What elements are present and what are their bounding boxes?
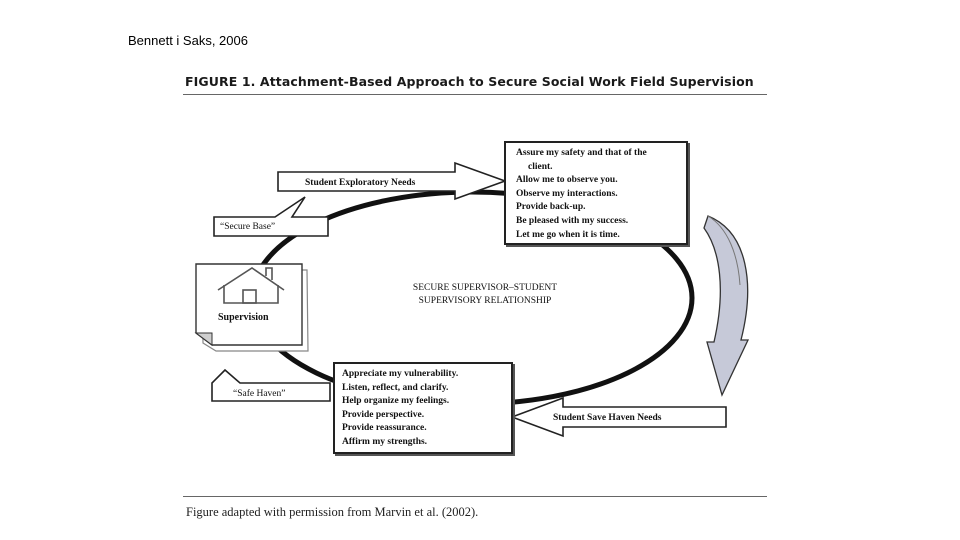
citation: Bennett i Saks, 2006 xyxy=(128,33,248,48)
safe-haven-arrow xyxy=(211,368,331,402)
list-item: Observe my interactions. xyxy=(516,188,618,199)
list-item: Appreciate my vulnerability. xyxy=(342,369,459,379)
list-item: Help organize my feelings. xyxy=(342,396,450,407)
list-item: Let me go when it is time. xyxy=(516,229,620,240)
exploratory-needs-box: Assure my safety and that of the client.… xyxy=(504,141,688,245)
house-icon xyxy=(217,267,285,304)
figure-title: FIGURE 1. Attachment-Based Approach to S… xyxy=(185,74,754,89)
exploratory-needs-label: Student Exploratory Needs xyxy=(305,178,416,188)
secure-base-arrow xyxy=(213,196,329,237)
figure-caption: Figure adapted with permission from Marv… xyxy=(186,505,479,519)
safe-haven-label: “Safe Haven” xyxy=(233,389,286,399)
list-item: Allow me to observe you. xyxy=(516,175,618,186)
list-item: Provide reassurance. xyxy=(342,423,427,434)
title-rule xyxy=(183,94,767,95)
list-item: Provide back-up. xyxy=(516,202,586,213)
list-item: Assure my safety and that of the xyxy=(516,148,647,158)
list-item: Provide perspective. xyxy=(342,409,425,420)
secure-base-label: “Secure Base” xyxy=(220,222,276,232)
list-item: Be pleased with my success. xyxy=(516,215,629,226)
curved-arrow-icon xyxy=(703,215,750,397)
supervision-label: Supervision xyxy=(218,312,269,323)
list-item: Affirm my strengths. xyxy=(342,436,428,447)
caption-rule xyxy=(183,496,767,497)
exploratory-needs-arrow xyxy=(277,161,508,201)
list-item: Listen, reflect, and clarify. xyxy=(342,382,449,393)
save-haven-needs-arrow xyxy=(509,396,727,438)
relationship-label: SECURE SUPERVISOR–STUDENT SUPERVISORY RE… xyxy=(380,282,590,308)
list-item: client. xyxy=(528,161,553,172)
safe-haven-needs-box: Appreciate my vulnerability. Listen, ref… xyxy=(333,362,513,454)
relationship-line-1: SECURE SUPERVISOR–STUDENT xyxy=(412,283,558,293)
supervision-document xyxy=(194,263,309,352)
relationship-line-2: SUPERVISORY RELATIONSHIP xyxy=(418,296,552,306)
save-haven-needs-label: Student Save Haven Needs xyxy=(553,413,662,423)
